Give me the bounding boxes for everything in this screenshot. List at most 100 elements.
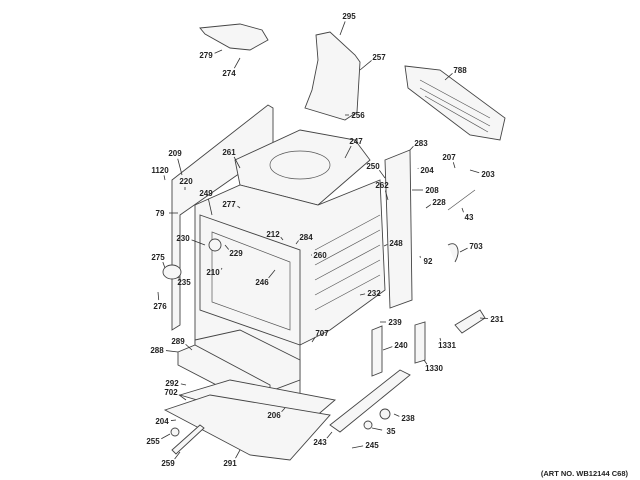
leader-line-209 [177, 158, 183, 176]
part-label-284: 284 [299, 233, 313, 242]
part-label-207: 207 [442, 153, 456, 162]
part-drawer-base [163, 394, 331, 461]
part-label-238: 238 [401, 414, 415, 423]
part-label-1120: 1120 [151, 166, 169, 175]
part-label-204: 204 [420, 166, 434, 175]
part-label-35: 35 [387, 427, 396, 436]
leader-line-703 [459, 247, 468, 253]
part-label-255: 255 [146, 437, 160, 446]
leader-line-207 [452, 162, 456, 169]
part-label-262: 262 [375, 181, 389, 190]
leader-line-246 [268, 269, 276, 279]
leader-line-284 [295, 240, 299, 245]
part-label-249: 249 [199, 189, 213, 198]
part-oven-door-frame [199, 214, 301, 346]
leader-line-210 [220, 267, 223, 270]
part-label-245: 245 [365, 441, 379, 450]
part-side-ribs [314, 214, 381, 311]
part-label-208: 208 [425, 186, 439, 195]
part-label-230: 230 [176, 234, 190, 243]
leader-line-243 [326, 431, 333, 439]
part-label-246: 246 [255, 278, 269, 287]
part-thermostat-43 [447, 189, 476, 211]
leader-line-1120 [163, 175, 166, 181]
leader-line-245 [351, 445, 364, 449]
art-number: (ART NO. WB12144 C68) [541, 469, 629, 478]
part-label-79: 79 [156, 209, 165, 218]
leader-line-229 [224, 244, 230, 250]
leader-line-43 [461, 207, 464, 213]
part-bracket-240 [371, 325, 383, 377]
part-rail [329, 369, 411, 433]
leader-line-788 [444, 73, 453, 81]
part-label-292: 292 [165, 379, 179, 388]
leader-line-289 [185, 343, 193, 351]
part-bracket-703 [447, 243, 459, 263]
part-nut-238 [379, 408, 391, 420]
leader-line-262 [384, 190, 389, 201]
back-panel-slots [419, 79, 491, 133]
leader-line-283 [409, 145, 414, 151]
part-label-209: 209 [168, 149, 182, 158]
leader-line-274 [233, 57, 241, 69]
part-nut-35 [363, 420, 373, 430]
part-label-274: 274 [222, 69, 236, 78]
leader-line-261 [233, 156, 241, 169]
part-label-283: 283 [414, 139, 428, 148]
part-label-275: 275 [151, 253, 165, 262]
part-label-788: 788 [453, 66, 467, 75]
leader-line-292 [180, 383, 187, 386]
part-label-243: 243 [313, 438, 327, 447]
part-label-257: 257 [372, 53, 386, 62]
part-screw-255 [170, 427, 180, 437]
part-drawings [162, 23, 506, 461]
part-label-1331: 1331 [438, 341, 456, 350]
leader-line-277 [237, 205, 241, 209]
leader-line-203 [469, 169, 480, 174]
leader-line-257 [359, 60, 372, 71]
leader-line-1331 [439, 337, 442, 341]
part-label-203: 203 [481, 170, 495, 179]
leader-line-230 [191, 239, 206, 246]
part-oven-window [211, 231, 291, 331]
part-label-229: 229 [229, 249, 243, 258]
part-bracket-231 [454, 309, 486, 334]
leader-line-238 [393, 413, 400, 417]
part-label-231: 231 [490, 315, 504, 324]
leader-line-288 [165, 350, 179, 353]
part-label-276: 276 [153, 302, 167, 311]
part-label-240: 240 [394, 341, 408, 350]
part-label-260: 260 [313, 251, 327, 260]
part-label-248: 248 [389, 239, 403, 248]
part-label-295: 295 [342, 12, 356, 21]
part-label-220: 220 [179, 177, 193, 186]
part-label-277: 277 [222, 200, 236, 209]
leader-line-291 [235, 449, 241, 459]
part-label-228: 228 [432, 198, 446, 207]
leader-line-228 [425, 204, 432, 209]
leader-line-248 [383, 244, 388, 247]
part-label-259: 259 [161, 459, 175, 468]
leader-line-204 [170, 419, 177, 421]
part-side-panel-right [384, 149, 413, 309]
part-label-92: 92 [424, 257, 433, 266]
part-leg-259 [171, 424, 205, 455]
part-label-235: 235 [177, 278, 191, 287]
leader-line-249 [207, 198, 213, 216]
part-label-212: 212 [266, 230, 280, 239]
part-label-247: 247 [349, 137, 363, 146]
leader-line-240 [382, 346, 393, 351]
leader-line-250 [379, 170, 386, 179]
part-label-43: 43 [465, 213, 474, 222]
part-label-279: 279 [199, 51, 213, 60]
part-top-opening [269, 150, 331, 180]
part-label-702: 702 [164, 388, 178, 397]
part-knob-275 [162, 264, 182, 280]
part-label-1330: 1330 [425, 364, 443, 373]
part-bracket-1330 [414, 321, 426, 364]
leader-line-707 [311, 336, 316, 343]
part-vent-duct [304, 31, 361, 121]
part-label-289: 289 [171, 337, 185, 346]
